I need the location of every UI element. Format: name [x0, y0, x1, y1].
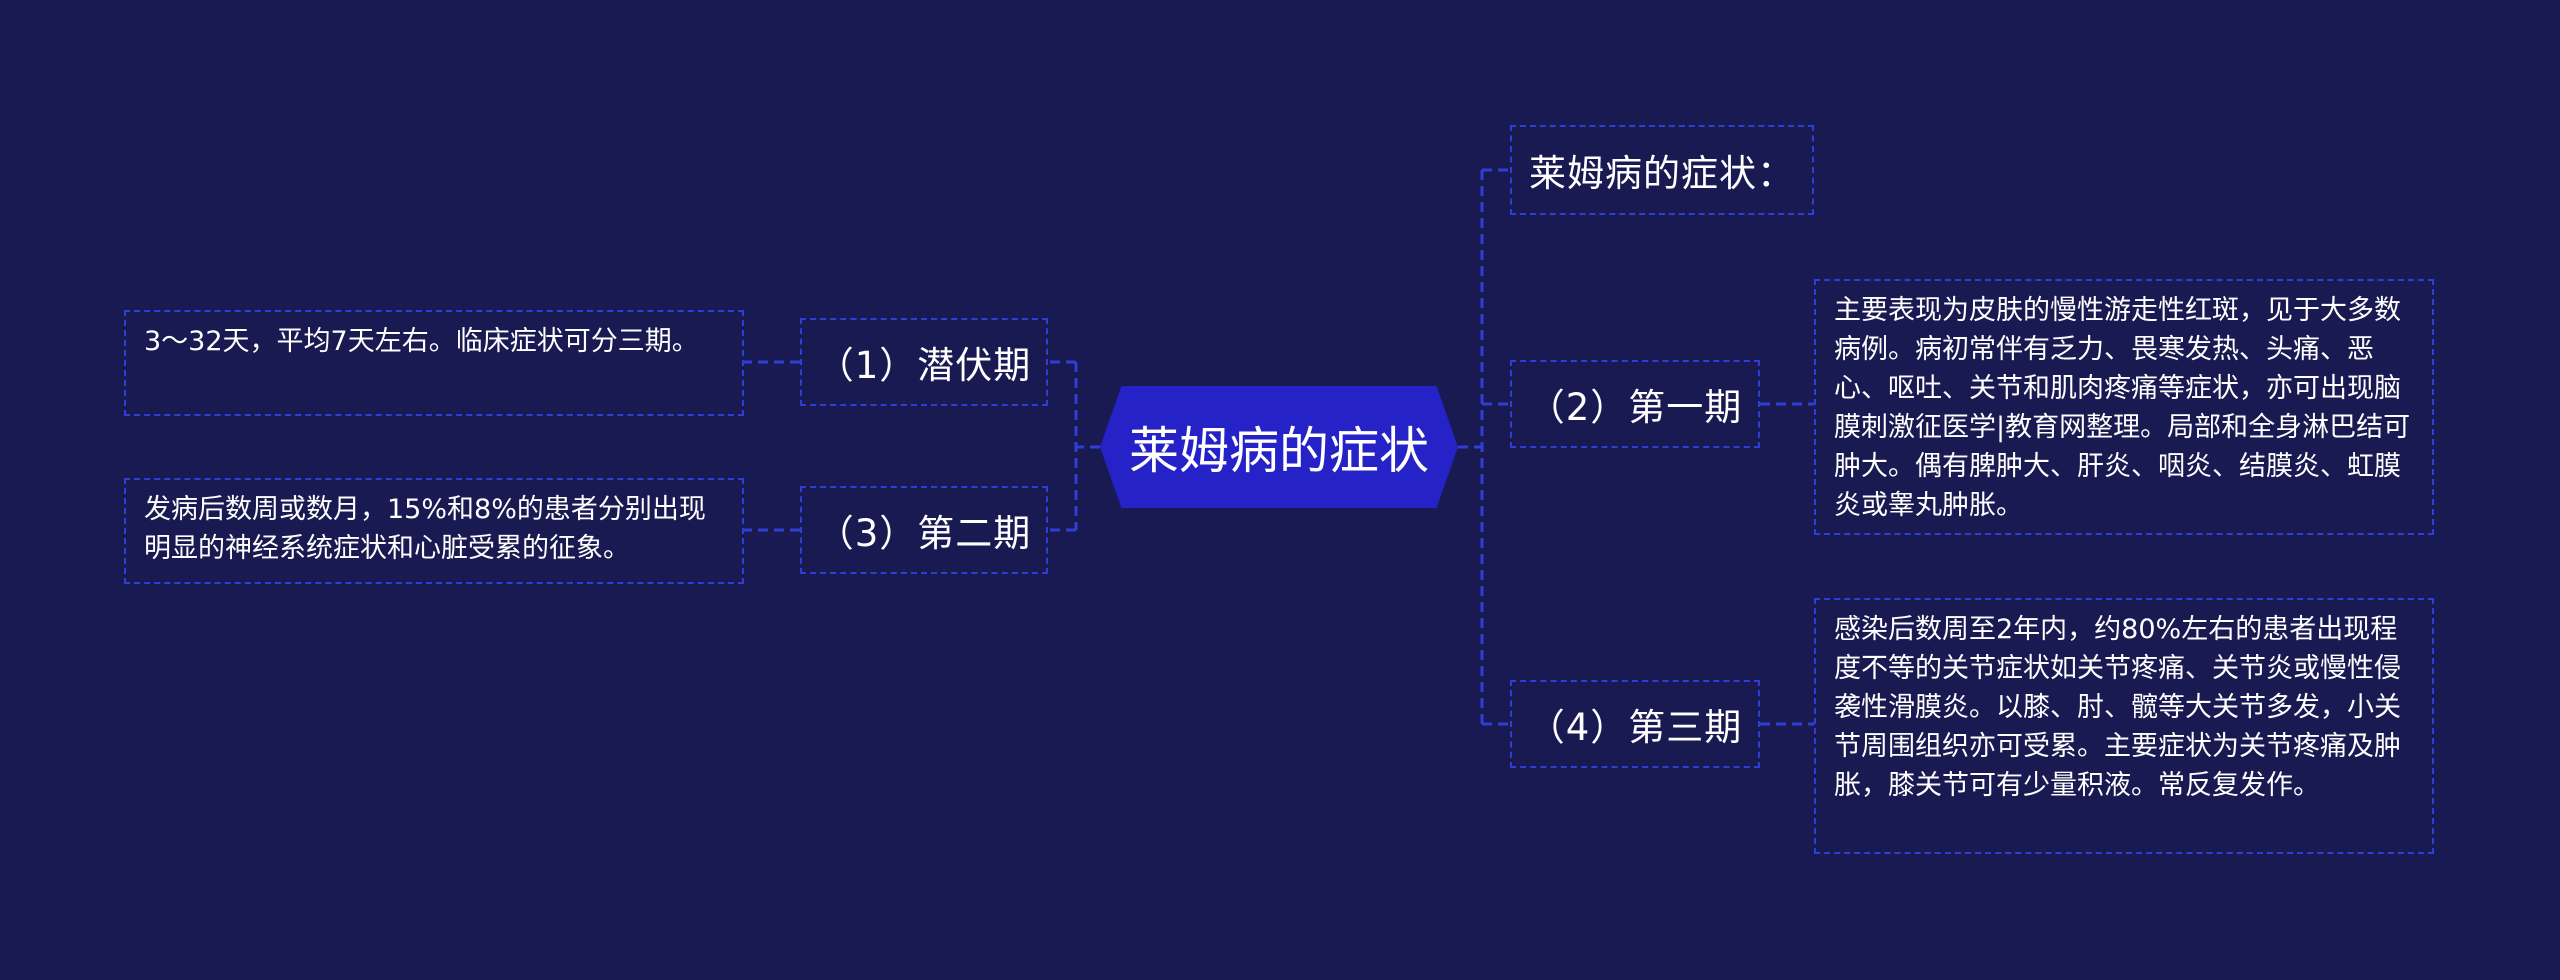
- detail-stage3: 发病后数周或数月，15%和8%的患者分别出现明显的神经系统症状和心脏受累的征象。: [124, 478, 744, 584]
- detail-stage2: 主要表现为皮肤的慢性游走性红斑，见于大多数病例。病初常伴有乏力、畏寒发热、头痛、…: [1814, 279, 2434, 535]
- topic-stage2[interactable]: （2）第一期: [1510, 360, 1760, 448]
- topic-stage3[interactable]: （3）第二期: [800, 486, 1048, 574]
- topic-stage1[interactable]: （1）潜伏期: [800, 318, 1048, 406]
- topic-stage4[interactable]: （4）第三期: [1510, 680, 1760, 768]
- topic-header[interactable]: 莱姆病的症状：: [1510, 125, 1814, 215]
- detail-stage4: 感染后数周至2年内，约80%左右的患者出现程度不等的关节症状如关节疼痛、关节炎或…: [1814, 598, 2434, 854]
- root-topic[interactable]: 莱姆病的症状: [1100, 386, 1458, 508]
- detail-stage1: 3～32天，平均7天左右。临床症状可分三期。: [124, 310, 744, 416]
